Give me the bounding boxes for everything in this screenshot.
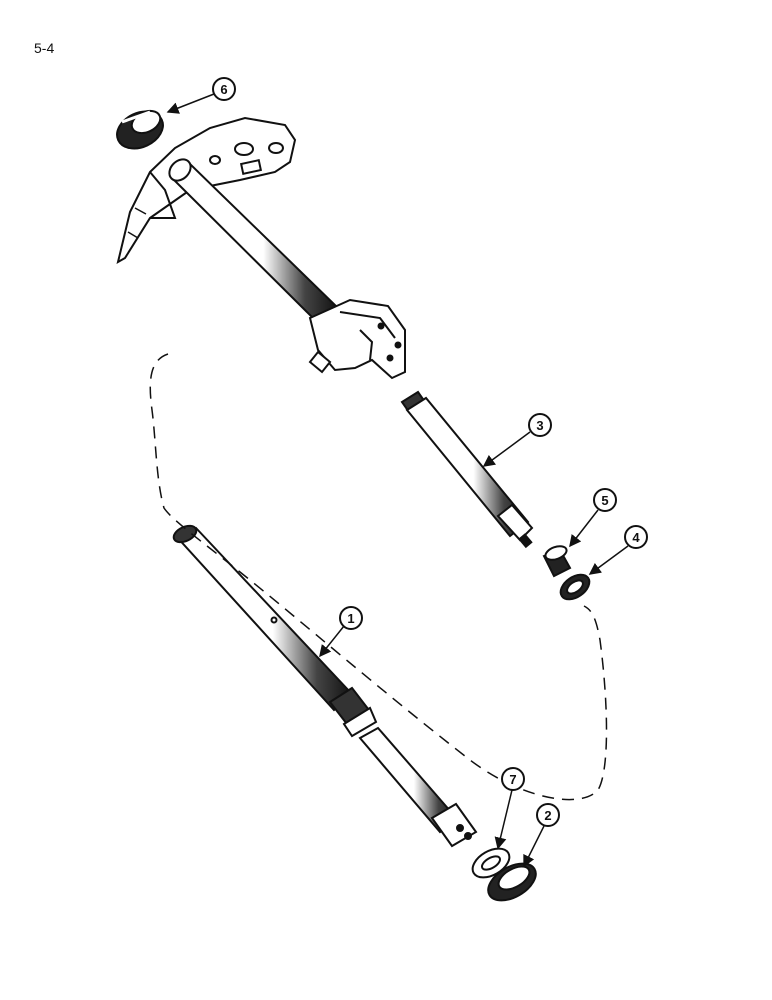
part-7-washer	[471, 847, 511, 879]
steering-column-housing	[116, 116, 406, 380]
callout-5: 5	[593, 488, 617, 512]
callout-6: 6	[212, 77, 236, 101]
callout-4: 4	[624, 525, 648, 549]
callout-6-label: 6	[220, 82, 227, 97]
callout-5-label: 5	[601, 493, 608, 508]
part-2-bearing	[487, 862, 537, 902]
part-4-ring	[559, 573, 591, 601]
page-number: 5-4	[34, 40, 55, 56]
callout-3: 3	[528, 413, 552, 437]
callout-2-label: 2	[544, 808, 551, 823]
assembly-dashed-outline	[149, 353, 608, 801]
callout-7: 7	[501, 767, 525, 791]
part-5-sleeve	[542, 545, 572, 578]
part-1-steering-shaft	[172, 524, 478, 848]
part-6-bushing	[116, 109, 164, 150]
callout-2: 2	[536, 803, 560, 827]
part-3-upper-shaft	[400, 390, 534, 549]
callout-7-label: 7	[509, 772, 516, 787]
callout-1: 1	[339, 606, 363, 630]
callout-leaders	[166, 93, 629, 868]
callout-1-label: 1	[347, 611, 354, 626]
callout-4-label: 4	[632, 530, 640, 545]
callout-3-label: 3	[536, 418, 543, 433]
